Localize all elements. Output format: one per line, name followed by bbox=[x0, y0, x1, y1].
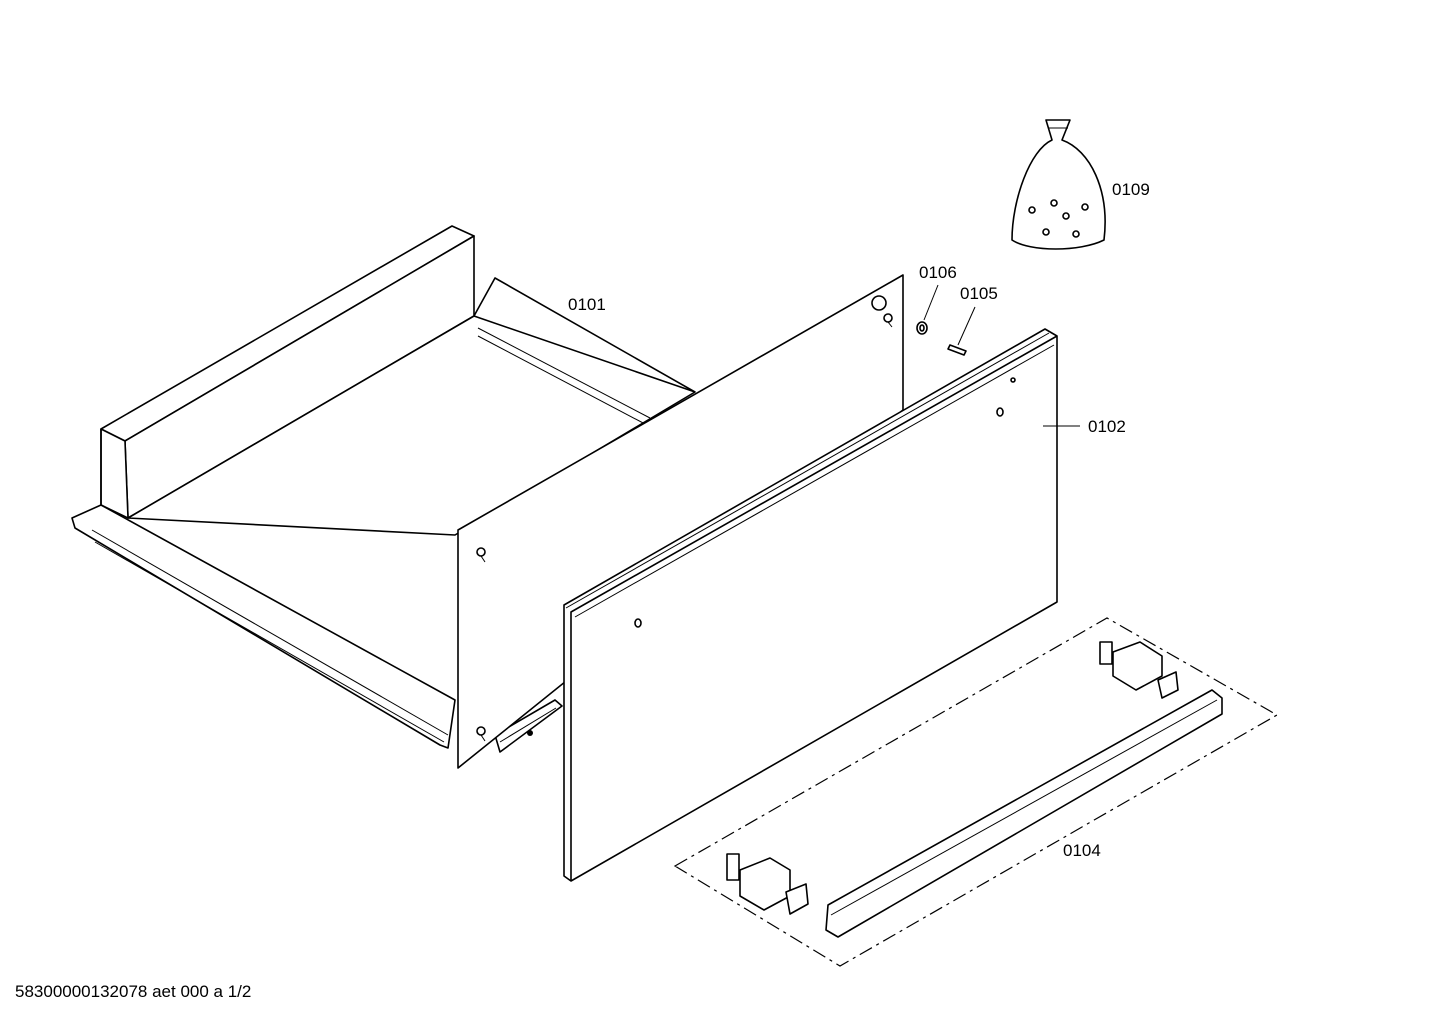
label-0109: 0109 bbox=[1112, 180, 1150, 199]
pin-icon bbox=[996, 407, 1004, 417]
handle-assembly-part bbox=[673, 617, 1279, 967]
screw-icon bbox=[476, 547, 486, 563]
bushing-part bbox=[916, 321, 928, 335]
label-0104: 0104 bbox=[1063, 841, 1101, 860]
document-id: 58300000132078 aet 000 a 1/2 bbox=[15, 982, 251, 1001]
label-0102: 0102 bbox=[1088, 417, 1126, 436]
pin-part bbox=[947, 344, 967, 356]
front-panel-part bbox=[563, 328, 1058, 882]
leader-line bbox=[923, 284, 939, 321]
label-0105: 0105 bbox=[960, 284, 998, 303]
screw-icon bbox=[476, 726, 486, 742]
leader-line bbox=[957, 306, 976, 346]
label-0101: 0101 bbox=[568, 295, 606, 314]
screw-icon bbox=[883, 313, 893, 328]
label-0106: 0106 bbox=[919, 263, 957, 282]
drawer-body-part bbox=[71, 225, 696, 753]
pin-icon bbox=[634, 618, 642, 628]
screw-bag-part bbox=[1011, 119, 1106, 250]
